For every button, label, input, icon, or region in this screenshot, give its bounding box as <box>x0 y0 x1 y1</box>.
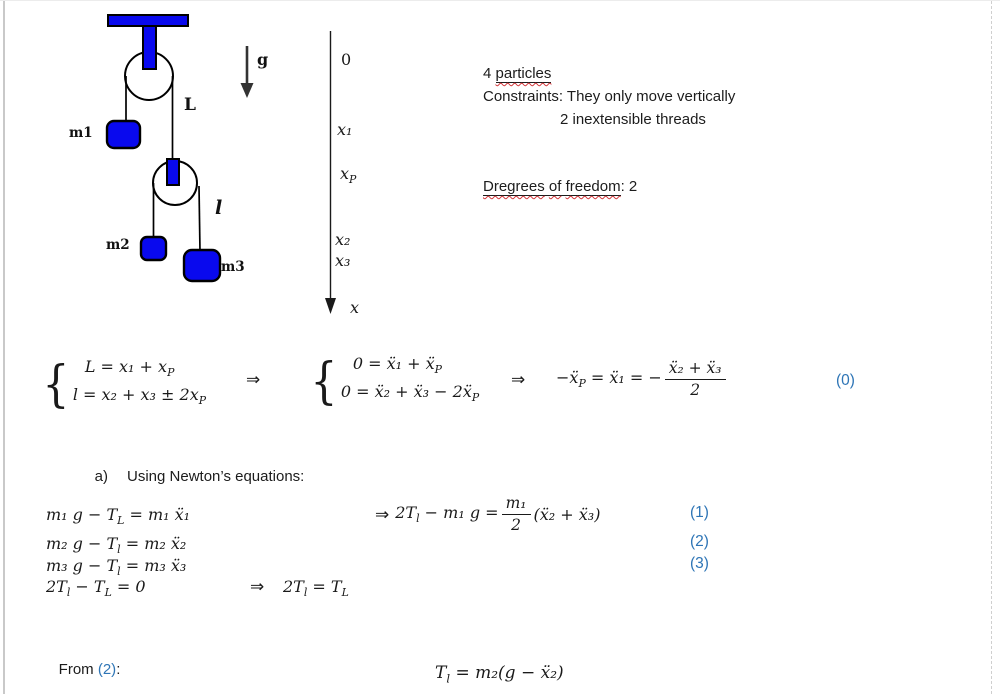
equation-tag-3: (3) <box>690 555 709 572</box>
from-colon: : <box>116 661 121 678</box>
notes-block: 4 particles Constraints: They only move … <box>483 62 735 131</box>
constraint-eq-L: L = x₁ + xP <box>84 357 175 380</box>
page-left-border <box>3 1 5 694</box>
dof-word-1: Dregrees <box>483 178 545 195</box>
dof-value: : 2 <box>620 178 638 195</box>
implies-arrow-2: ⇒ <box>511 370 526 390</box>
from-reference: (2) <box>97 661 117 678</box>
system-brace: { <box>42 355 70 414</box>
implies-arrow-1: ⇒ <box>246 370 261 390</box>
x-axis-arrowhead <box>325 298 336 314</box>
pulley-1-hanger <box>142 25 157 70</box>
tension-value-equation: Tl = m₂(g − ẍ₂) <box>435 663 564 686</box>
dof-word-3: freedom <box>565 178 621 195</box>
long-thread-label: L <box>184 95 196 115</box>
particles-line: 4 particles <box>483 62 735 85</box>
rope-l-right <box>198 185 201 253</box>
eq1-result-lhs: 2Tl − m₁ g = <box>395 503 499 526</box>
short-thread-label: l <box>215 197 223 219</box>
axis-x1-label: x₁ <box>337 120 353 139</box>
accel-eq-1: 0 = ẍ₁ + ẍP <box>352 354 442 377</box>
particle-count: 4 <box>483 65 496 82</box>
newton-eq-1: m₁ g − TL = m₁ ẍ₁ <box>46 505 191 528</box>
gravity-label: g <box>257 50 269 69</box>
pulley-2-hanger <box>166 158 180 186</box>
axis-x3-label: x₃ <box>335 251 351 270</box>
from-line: From (2): <box>42 644 121 694</box>
mass-m3 <box>182 248 222 283</box>
threads-line: 2 inextensible threads <box>560 111 706 128</box>
ceiling-bar <box>107 14 189 27</box>
page-right-border <box>991 1 992 694</box>
implies-arrow-3: ⇒ <box>375 504 390 525</box>
dof-phrase: Dregrees of freedom <box>483 178 621 196</box>
from-word: From <box>58 661 98 678</box>
list-marker-a: a) <box>94 468 109 485</box>
constraint-eq-l: l = x₂ + x₃ ± 2xP <box>72 385 207 408</box>
accel-eq-2: 0 = ẍ₂ + ẍ₃ − 2ẍP <box>340 382 480 405</box>
equation-tag-1: (1) <box>690 504 709 521</box>
result-lhs: −ẍP = ẍ₁ = − <box>556 368 662 391</box>
mass1-label: m1 <box>69 125 93 141</box>
axis-name-label: x <box>350 298 360 317</box>
newton-eq-2: m₂ g − Tl = m₂ ẍ₂ <box>46 534 187 557</box>
implies-arrow-4: ⇒ <box>250 577 265 597</box>
system-brace-2: { <box>310 352 338 411</box>
axis-xp-label: xP <box>340 164 357 187</box>
axis-x2-label: x₂ <box>335 230 351 249</box>
equation-tag-2: (2) <box>690 533 709 550</box>
equation-tag-0: (0) <box>836 372 855 389</box>
system-lines-2: 0 = ẍ₁ + ẍP 0 = ẍ₂ + ẍ₃ − 2ẍP <box>341 353 479 409</box>
axis-origin-label: 0 <box>341 50 352 69</box>
tension-relation: 2Tl = TL <box>283 577 349 600</box>
constraints-line: Constraints: They only move vertically <box>483 88 736 105</box>
position-constraint-system: { L = x₁ + xP l = x₂ + x₃ ± 2xP <box>40 356 206 412</box>
dof-word-2: of <box>548 178 562 195</box>
system-lines: L = x₁ + xP l = x₂ + x₃ ± 2xP <box>73 356 206 412</box>
newton-eq-3: m₃ g − Tl = m₃ ẍ₃ <box>46 556 187 579</box>
dof-line: Dregrees of freedom: 2 <box>483 175 637 198</box>
mass-m2 <box>139 235 168 262</box>
mass2-label: m2 <box>106 237 130 253</box>
mass3-label: m3 <box>221 259 245 275</box>
gravity-arrowhead <box>240 83 254 98</box>
pulley-diagram <box>105 14 336 314</box>
mass-m1 <box>105 119 142 150</box>
newton-eq-4: 2Tl − TL = 0 <box>46 577 146 600</box>
newton-heading: a) Using Newton’s equations: <box>78 451 305 502</box>
acceleration-constraint-system: { 0 = ẍ₁ + ẍP 0 = ẍ₂ + ẍ₃ − 2ẍP <box>308 353 479 409</box>
eq1-result-rhs: (ẍ₂ + ẍ₃) <box>533 505 601 524</box>
newton-heading-text: Using Newton’s equations: <box>127 468 305 485</box>
particle-word: particles <box>495 65 552 83</box>
